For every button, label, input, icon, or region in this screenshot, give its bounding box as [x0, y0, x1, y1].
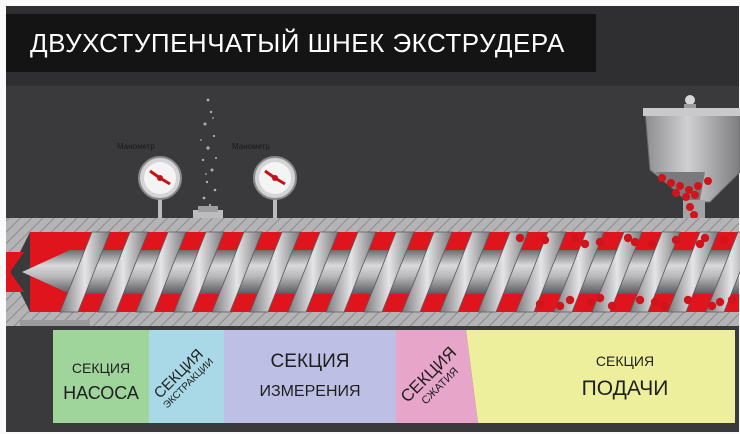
pellet: [516, 234, 524, 242]
section-metering-title: СЕКЦИЯ: [226, 351, 394, 373]
pellet: [672, 236, 680, 244]
diagram-title: ДВУХСТУПЕНЧАТЫЙ ШНЕК ЭКСТРУДЕРА: [30, 28, 565, 59]
section-pump-title: СЕКЦИЯ: [55, 360, 147, 376]
pellet: [581, 240, 589, 248]
section-feed-title: СЕКЦИЯ: [560, 353, 690, 369]
section-feed-name: ПОДАЧИ: [560, 377, 690, 401]
pellet: [660, 302, 668, 310]
pellet: [720, 236, 728, 244]
pellet: [566, 296, 574, 304]
pellet: [701, 234, 709, 242]
pellet: [684, 296, 692, 304]
pellet: [596, 238, 604, 246]
pellet: [571, 234, 579, 242]
pellet: [651, 298, 659, 306]
pellet: [541, 236, 549, 244]
gauge-label-2: Манометр: [232, 142, 270, 151]
pellet: [708, 302, 716, 310]
pellet: [596, 294, 604, 302]
pellet: [728, 296, 736, 304]
pellet: [648, 240, 656, 248]
section-pump-name: НАСОСА: [55, 383, 147, 404]
pellet: [556, 302, 564, 310]
gauge-label-1: Манометр: [117, 142, 155, 151]
pellet: [631, 238, 639, 246]
pellet: [608, 302, 616, 310]
pellet: [636, 296, 644, 304]
section-metering-band: [224, 330, 396, 423]
section-metering-name: ИЗМЕРЕНИЯ: [226, 383, 394, 401]
barrel-bottom-wall: [6, 312, 739, 326]
pellet: [716, 298, 724, 306]
pellet: [536, 300, 544, 308]
pellet: [586, 298, 594, 306]
section-pump-band: [53, 330, 149, 423]
barrel-top-wall: [6, 218, 739, 232]
